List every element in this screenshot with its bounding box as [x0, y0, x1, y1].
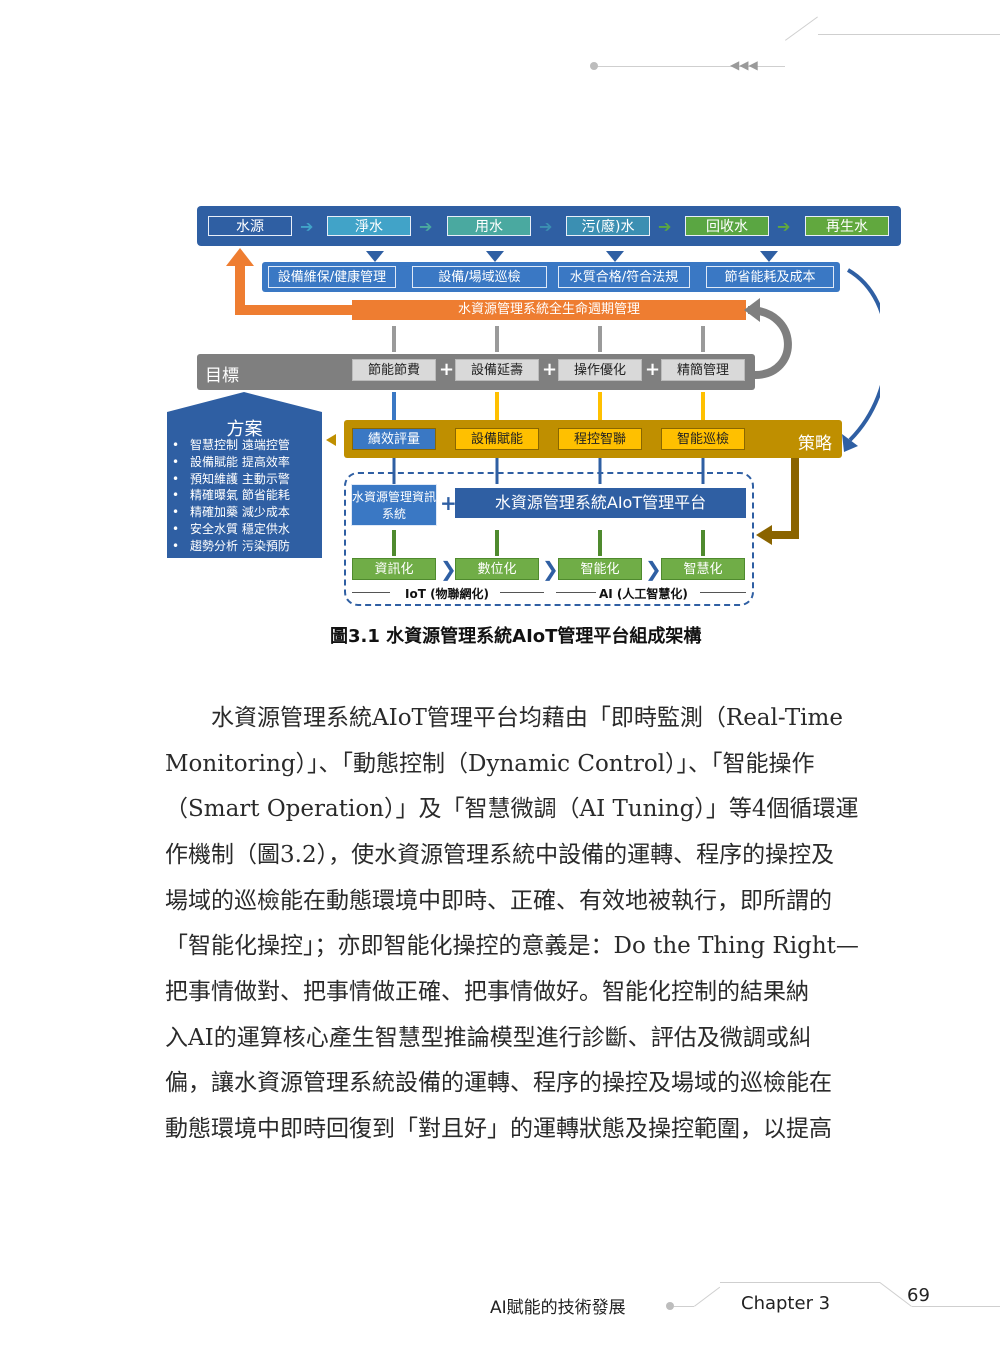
goal-item: 節能節費 [352, 359, 436, 381]
range-line [700, 592, 746, 593]
stage-item: 智能化 [558, 558, 642, 580]
footer-dot [666, 1302, 674, 1310]
plan-item: 預知維護 主動示警 [172, 471, 290, 488]
flow-item: 污(廢)水 [566, 216, 650, 236]
flow-item: 回收水 [685, 216, 769, 236]
plus-icon: + [439, 359, 455, 380]
range-line [352, 592, 390, 593]
plan-arrow [167, 392, 322, 412]
text-line: 把事情做對、把事情做正確、把事情做好。智能化控制的結果納 [165, 979, 809, 1005]
strategy-item: 程控智聯 [558, 428, 642, 450]
figure-caption: 圖3.1 水資源管理系統AIoT管理平台組成架構 [330, 626, 702, 647]
chapter-label: Chapter 3 [741, 1293, 831, 1314]
arrow-right-icon: ➔ [539, 217, 553, 236]
plan-title: 方案 [226, 419, 263, 440]
lifecycle-bar: 水資源管理系統全生命週期管理 [352, 300, 746, 320]
goal-item: 操作優化 [558, 359, 642, 381]
stage-item: 智慧化 [661, 558, 745, 580]
text-line: 偏，讓水資源管理系統設備的運轉、程序的操控及場域的巡檢能在 [165, 1070, 832, 1096]
plan-item: 精確加藥 減少成本 [172, 504, 290, 521]
text-line: （Smart Operation）」及「智慧微調（AI Tuning）」等4個循… [165, 796, 859, 822]
plus-icon: + [645, 359, 661, 380]
plan-item: 趨勢分析 污染預防 [172, 538, 290, 555]
arrow-right-icon: ➔ [777, 217, 791, 236]
goal-label: 目標 [205, 366, 239, 386]
text-line: 場域的巡檢能在動態環境中即時、正確、有效地被執行，即所謂的 [165, 888, 832, 914]
text-line: 動態環境中即時回復到「對且好」的運轉狀態及操控範圍，以提高 [165, 1116, 832, 1142]
flow-item: 水源 [208, 216, 292, 236]
book-title: AI賦能的技術發展 [490, 1298, 626, 1318]
plan-item: 安全水質 穩定供水 [172, 521, 290, 538]
text-line: 作機制（圖3.2），使水資源管理系統中設備的運轉、程序的操控及 [165, 842, 835, 868]
text-line: Monitoring）」、「動態控制（Dynamic Control）」、「智能… [165, 751, 815, 777]
page-number: 69 [907, 1285, 930, 1306]
ai-label: AI (人工智慧化) [599, 587, 688, 601]
goal-item: 精簡管理 [661, 359, 745, 381]
iot-label: IoT (物聯網化) [405, 587, 490, 601]
text-line: 「智能化操控」；亦即智能化操控的意義是：Do the Thing Right— [165, 933, 859, 959]
range-line [556, 592, 596, 593]
chevron-right-icon: ❯ [542, 557, 559, 581]
plus-icon: + [542, 359, 558, 380]
arrow-right-icon: ➔ [419, 217, 433, 236]
strategy-label: 策略 [798, 434, 832, 454]
plan-item: 設備賦能 提高效率 [172, 454, 290, 471]
plan-item: 精確曝氣 節省能耗 [172, 487, 290, 504]
arrow-right-icon: ➔ [300, 217, 314, 236]
range-line [500, 592, 544, 593]
plan-item: 智慧控制 遠端控管 [172, 437, 290, 454]
platform-frame [344, 472, 754, 606]
chevron-right-icon: ❯ [440, 557, 457, 581]
plus-icon: + [440, 491, 457, 515]
stage-item: 數位化 [455, 558, 539, 580]
goal-item: 設備延壽 [455, 359, 539, 381]
strategy-item: 設備賦能 [455, 428, 539, 450]
flow-item: 淨水 [327, 216, 411, 236]
strategy-item: 智能巡檢 [661, 428, 745, 450]
text-line: 入AI的運算核心產生智慧型推論模型進行診斷、評估及微調或糾 [165, 1025, 812, 1051]
text-line: 水資源管理系統AIoT管理平台均藉由「即時監測（Real-Time [165, 705, 843, 731]
info-system-box: 水資源管理資訊系統 [351, 484, 437, 526]
arrow-right-icon: ➔ [658, 217, 672, 236]
chevron-right-icon: ❯ [645, 557, 662, 581]
platform-box: 水資源管理系統AIoT管理平台 [455, 488, 746, 518]
management-item: 水質合格/符合法規 [558, 266, 690, 288]
flow-item: 再生水 [805, 216, 889, 236]
stage-item: 資訊化 [352, 558, 436, 580]
strategy-item: 績效評量 [352, 428, 436, 450]
plan-list: 智慧控制 遠端控管 設備賦能 提高效率 預知維護 主動示警 精確曝氣 節省能耗 … [172, 437, 290, 555]
management-item: 設備維保/健康管理 [268, 266, 396, 288]
connector-arrows [226, 248, 880, 556]
water-flow-bar [197, 206, 901, 246]
management-item: 節省能耗及成本 [706, 266, 834, 288]
management-item: 設備/場域巡檢 [412, 266, 547, 288]
flow-item: 用水 [447, 216, 531, 236]
